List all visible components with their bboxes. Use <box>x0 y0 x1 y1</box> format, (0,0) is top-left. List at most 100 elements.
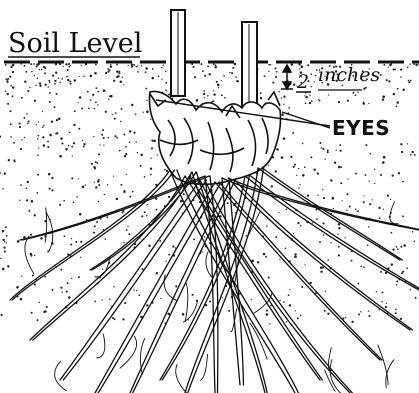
soil-dot <box>251 299 252 300</box>
soil-dot <box>65 63 67 65</box>
soil-dot <box>298 63 300 65</box>
soil-dot <box>36 124 37 125</box>
soil-dot <box>323 234 325 236</box>
soil-dot <box>64 235 66 237</box>
soil-dot <box>38 148 39 149</box>
soil-dot <box>281 113 284 116</box>
soil-dot <box>31 71 32 72</box>
soil-dot <box>223 75 225 77</box>
soil-dot <box>363 266 365 268</box>
soil-dot <box>94 301 96 303</box>
soil-dot <box>238 81 239 82</box>
soil-dot <box>109 298 110 299</box>
soil-dot <box>288 294 290 296</box>
soil-dot <box>51 289 53 291</box>
soil-dot <box>283 137 286 140</box>
soil-dot <box>383 209 384 210</box>
soil-dot <box>4 172 6 174</box>
soil-dot <box>150 157 151 158</box>
soil-dot <box>221 94 223 96</box>
soil-dot <box>327 259 329 261</box>
soil-dot <box>378 309 379 310</box>
soil-dot <box>96 221 98 223</box>
soil-dot <box>305 102 307 104</box>
soil-dot <box>368 181 369 182</box>
soil-dot <box>129 130 131 132</box>
soil-dot <box>298 168 299 169</box>
soil-dot <box>379 217 381 219</box>
soil-dot <box>204 236 205 237</box>
soil-dot <box>120 80 123 83</box>
soil-dot <box>123 242 124 243</box>
soil-dot <box>283 95 285 97</box>
soil-dot <box>12 71 14 73</box>
soil-dot <box>146 111 149 114</box>
soil-dot <box>105 111 107 113</box>
soil-dot <box>94 108 95 109</box>
soil-dot <box>317 195 318 196</box>
soil-dot <box>374 169 375 170</box>
soil-dot <box>140 154 143 157</box>
soil-dot <box>95 161 97 163</box>
soil-dot <box>396 280 398 282</box>
soil-dot <box>97 180 100 183</box>
soil-dot <box>156 209 158 211</box>
soil-dot <box>112 317 114 319</box>
soil-dot <box>407 67 409 69</box>
soil-dot <box>7 81 9 83</box>
soil-dot <box>352 92 354 94</box>
soil-dot <box>192 294 194 296</box>
soil-dot <box>77 102 78 103</box>
soil-dot <box>114 118 116 120</box>
soil-dot <box>10 123 12 125</box>
soil-dot <box>213 93 215 95</box>
soil-dot <box>276 71 278 73</box>
soil-dot <box>275 67 277 69</box>
soil-dot <box>41 69 43 71</box>
soil-dot <box>141 215 143 217</box>
soil-dot <box>69 132 71 134</box>
soil-dot <box>338 246 340 248</box>
soil-dot <box>400 68 402 70</box>
soil-dot <box>98 201 99 202</box>
soil-dot <box>62 292 63 293</box>
soil-dot <box>224 97 226 99</box>
soil-dot <box>5 91 6 92</box>
soil-dot <box>307 195 309 197</box>
soil-dot <box>346 193 348 195</box>
soil-dot <box>102 129 104 131</box>
soil-dot <box>31 312 33 314</box>
soil-dot <box>358 313 360 315</box>
soil-dot <box>116 64 118 66</box>
soil-dot <box>79 213 82 216</box>
soil-dot <box>63 200 65 202</box>
soil-dot <box>82 186 85 189</box>
soil-dot <box>38 302 40 304</box>
soil-dot <box>368 310 369 311</box>
soil-dot <box>120 121 122 123</box>
soil-dot <box>301 286 303 288</box>
soil-dot <box>312 222 313 223</box>
soil-dot <box>337 234 339 236</box>
soil-dot <box>71 177 73 179</box>
soil-dot <box>52 74 54 76</box>
soil-dot <box>342 200 343 201</box>
soil-dot <box>7 103 9 105</box>
soil-dot <box>129 196 131 198</box>
soil-dot <box>7 93 9 95</box>
soil-dot <box>381 301 383 303</box>
soil-dot <box>397 88 399 90</box>
soil-dot <box>59 155 62 158</box>
root-strand <box>92 172 196 270</box>
soil-dot <box>127 226 128 227</box>
soil-dot <box>27 90 29 92</box>
soil-dot <box>66 76 68 78</box>
soil-dot <box>266 310 268 312</box>
soil-dot <box>25 71 27 73</box>
soil-dot <box>297 317 299 319</box>
soil-dot <box>93 232 95 234</box>
soil-dot <box>107 68 109 70</box>
rootlet <box>378 345 388 385</box>
root-strand <box>219 182 382 360</box>
soil-dot <box>338 166 341 169</box>
